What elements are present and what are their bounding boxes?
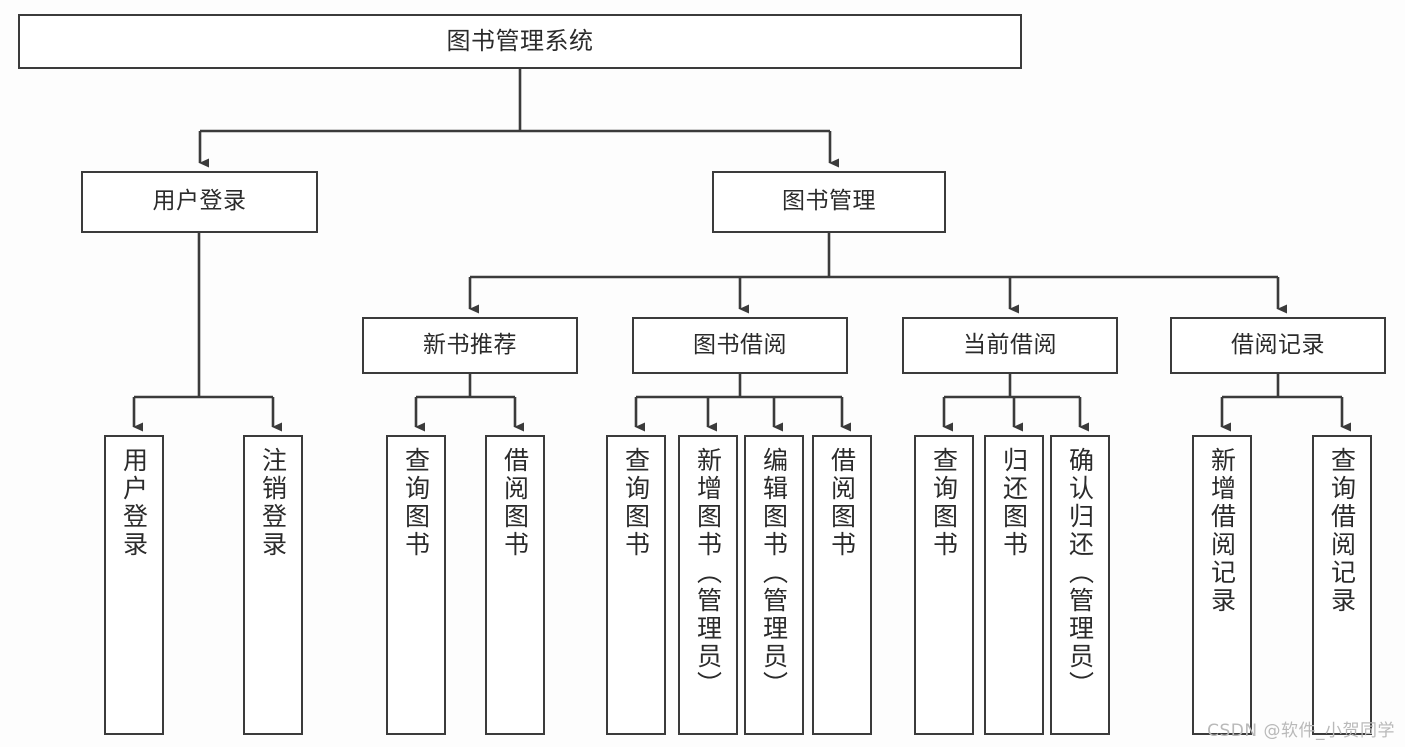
leaf-confirm-return[interactable]: 确认归还（管理员）: [1050, 435, 1110, 735]
node-book-manage[interactable]: 图书管理: [712, 171, 946, 233]
leaf-borrow-book-bor[interactable]: 借阅图书: [812, 435, 872, 735]
leaf-return-book[interactable]: 归还图书: [984, 435, 1044, 735]
leaf-confirm-return-label: 确认归还（管理员）: [1065, 447, 1095, 699]
leaf-query-book-bor[interactable]: 查询图书: [606, 435, 666, 735]
leaf-logout-login[interactable]: 注销登录: [243, 435, 303, 735]
leaf-edit-book[interactable]: 编辑图书（管理员）: [744, 435, 804, 735]
leaf-user-login-label: 用户登录: [119, 447, 149, 559]
csdn-watermark: CSDN @软件_小贺同学: [1207, 721, 1395, 741]
leaf-add-record[interactable]: 新增借阅记录: [1192, 435, 1252, 735]
leaf-query-book-rec[interactable]: 查询图书: [386, 435, 446, 735]
node-current-borrow-label: 当前借阅: [963, 331, 1057, 358]
leaf-return-book-label: 归还图书: [999, 447, 1029, 559]
leaf-query-book-rec-label: 查询图书: [401, 447, 431, 559]
leaf-borrow-book-rec-label: 借阅图书: [500, 447, 530, 559]
leaf-edit-book-label: 编辑图书（管理员）: [759, 447, 789, 699]
node-current-borrow[interactable]: 当前借阅: [902, 317, 1118, 374]
leaf-query-book-cur[interactable]: 查询图书: [914, 435, 974, 735]
leaf-user-login[interactable]: 用户登录: [104, 435, 164, 735]
leaf-add-book[interactable]: 新增图书（管理员）: [678, 435, 738, 735]
leaf-query-record[interactable]: 查询借阅记录: [1312, 435, 1372, 735]
node-user-login[interactable]: 用户登录: [81, 171, 318, 233]
leaf-query-record-label: 查询借阅记录: [1327, 447, 1357, 615]
node-book-manage-label: 图书管理: [782, 188, 876, 215]
node-root-label: 图书管理系统: [446, 27, 594, 56]
node-borrow-record[interactable]: 借阅记录: [1170, 317, 1386, 374]
leaf-borrow-book-rec[interactable]: 借阅图书: [485, 435, 545, 735]
node-new-book-recommend[interactable]: 新书推荐: [362, 317, 578, 374]
node-root[interactable]: 图书管理系统: [18, 14, 1022, 69]
node-new-book-recommend-label: 新书推荐: [423, 331, 517, 358]
leaf-query-book-cur-label: 查询图书: [929, 447, 959, 559]
leaf-add-record-label: 新增借阅记录: [1207, 447, 1237, 615]
node-book-borrow-label: 图书借阅: [693, 331, 787, 358]
node-user-login-label: 用户登录: [152, 188, 247, 215]
leaf-add-book-label: 新增图书（管理员）: [693, 447, 723, 699]
leaf-logout-login-label: 注销登录: [258, 447, 288, 559]
node-borrow-record-label: 借阅记录: [1231, 331, 1325, 358]
leaf-borrow-book-bor-label: 借阅图书: [827, 447, 857, 559]
node-book-borrow[interactable]: 图书借阅: [632, 317, 848, 374]
leaf-query-book-bor-label: 查询图书: [621, 447, 651, 559]
